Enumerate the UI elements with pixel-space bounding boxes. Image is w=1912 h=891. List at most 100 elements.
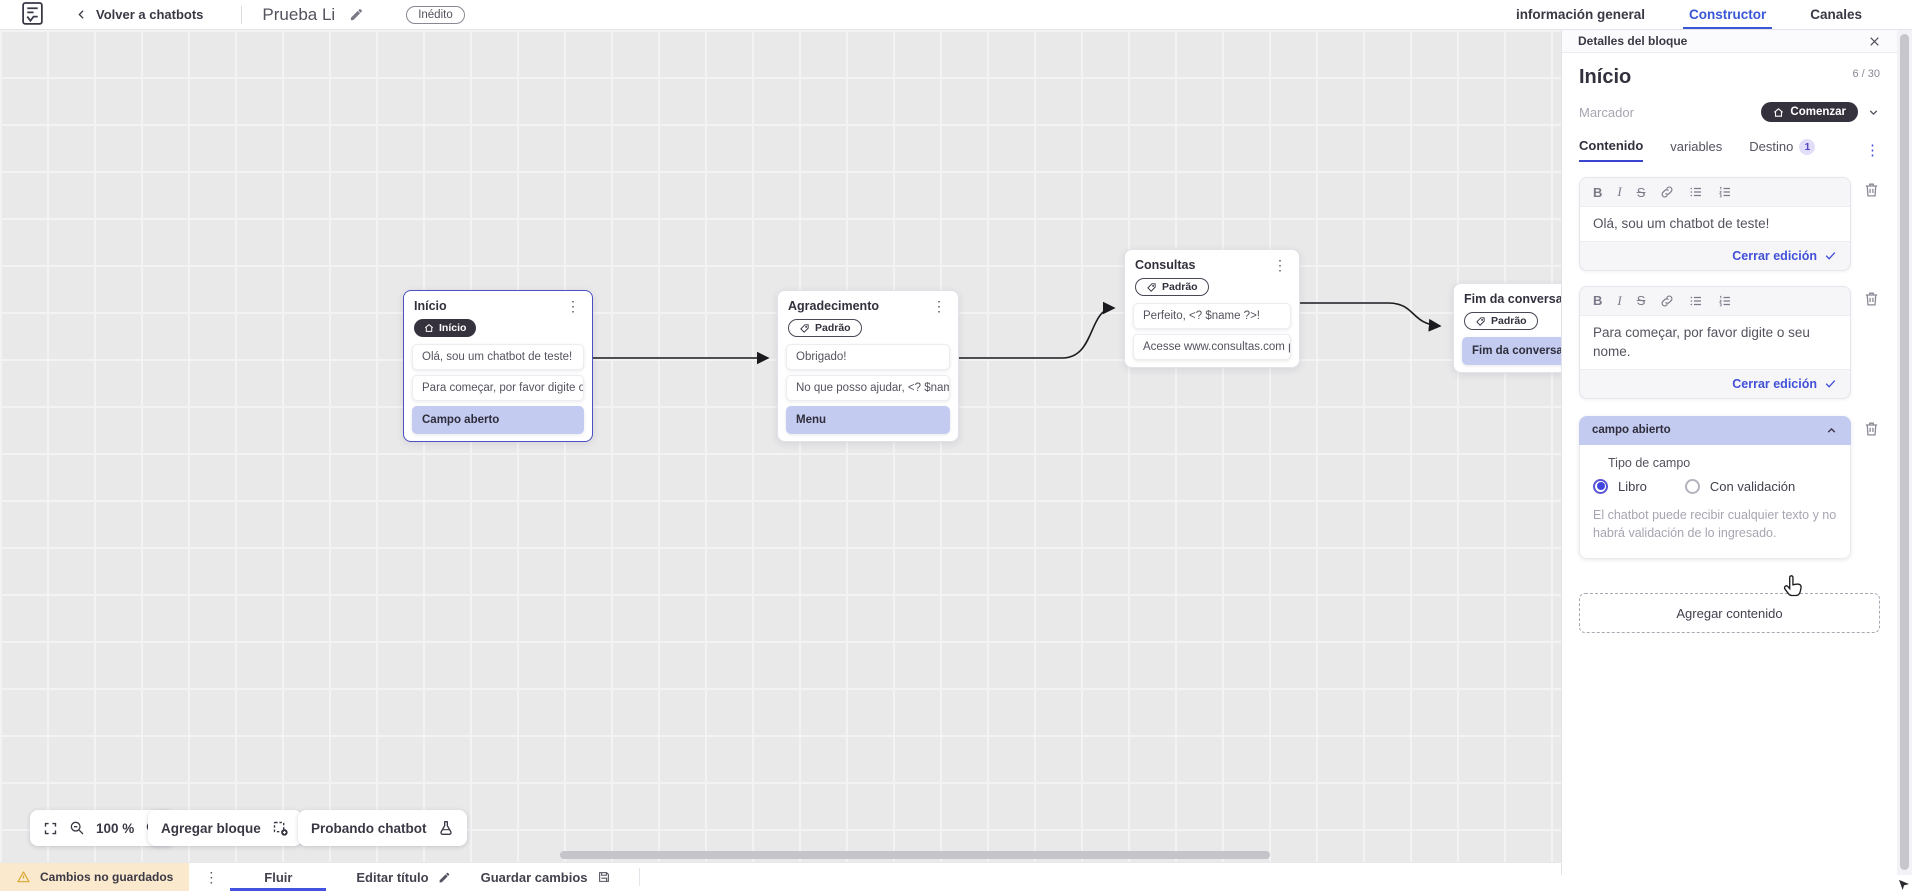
block-card-open-field[interactable]: Campo aberto xyxy=(412,406,584,434)
bullet-list-icon[interactable] xyxy=(1689,185,1703,199)
flask-icon xyxy=(438,820,454,836)
editor-text[interactable]: Olá, sou um chatbot de teste! xyxy=(1580,206,1850,242)
flow-block-agradecimento[interactable]: Agradecimento ⋮ Padrão Obrigado! No que … xyxy=(777,290,959,442)
char-counter: 6 / 30 xyxy=(1852,68,1880,80)
add-content-button[interactable]: Agregar contenido xyxy=(1579,593,1880,634)
radio-libro[interactable] xyxy=(1593,478,1608,494)
close-edit-button[interactable]: Cerrar edición xyxy=(1580,242,1850,270)
warning-icon xyxy=(17,871,30,883)
rich-text-editor: B I S Olá, sou um chatbot de teste! Cerr… xyxy=(1579,177,1851,271)
block-title: Início xyxy=(414,299,447,313)
canvas-horizontal-scrollbar[interactable] xyxy=(560,851,1270,859)
radio-con-validacion[interactable] xyxy=(1684,478,1700,494)
block-card-message[interactable]: Olá, sou um chatbot de teste! xyxy=(412,344,584,370)
tab-constructor[interactable]: Constructor xyxy=(1682,0,1773,29)
zoom-out-icon[interactable] xyxy=(69,820,85,836)
block-card-message[interactable]: Acesse www.consultas.com par... xyxy=(1133,334,1291,360)
test-chatbot-button[interactable]: Probando chatbot xyxy=(298,810,467,846)
check-icon xyxy=(1825,380,1836,388)
editor-toolbar: B I S xyxy=(1580,287,1850,315)
trash-icon[interactable] xyxy=(1863,181,1880,198)
tag-icon xyxy=(800,323,809,333)
block-card-message[interactable]: Para começar, por favor digite o ... xyxy=(412,375,584,401)
link-icon[interactable] xyxy=(1660,294,1674,308)
bullet-list-icon[interactable] xyxy=(1689,294,1703,308)
strikethrough-icon[interactable]: S xyxy=(1636,184,1646,200)
tab-contenido[interactable]: Contenido xyxy=(1579,138,1644,162)
block-card-message[interactable]: Obrigado! xyxy=(786,344,950,370)
bold-icon[interactable]: B xyxy=(1593,293,1603,309)
italic-icon[interactable]: I xyxy=(1617,292,1622,308)
app-logo-icon[interactable] xyxy=(20,2,45,27)
radio-con-validacion-label[interactable]: Con validación xyxy=(1709,478,1796,494)
edit-title-pencil-icon[interactable] xyxy=(349,7,364,22)
block-card-menu[interactable]: Menu xyxy=(786,406,950,434)
flow-connectors xyxy=(593,301,1442,365)
back-label: Volver a chatbots xyxy=(96,7,204,22)
zoom-level: 100 % xyxy=(96,820,135,836)
panel-tabs: Contenido variables Destino 1 ⋮ xyxy=(1579,138,1880,162)
block-details-panel: Detalles del bloque Início 6 / 30 Marcad… xyxy=(1561,30,1897,875)
close-icon[interactable] xyxy=(1868,35,1881,48)
chevron-up-icon xyxy=(1827,427,1836,433)
editor-toolbar: B I S xyxy=(1580,178,1850,206)
tab-fluir[interactable]: Fluir xyxy=(230,863,327,891)
block-title: Agradecimento xyxy=(788,299,879,313)
edit-title-button[interactable]: Editar título xyxy=(356,863,450,891)
tab-variables[interactable]: variables xyxy=(1670,139,1723,154)
block-title: Fim da conversa xyxy=(1464,292,1563,306)
marker-label: Marcador xyxy=(1579,104,1634,120)
marker-value-pill[interactable]: Comenzar xyxy=(1761,102,1858,122)
close-edit-button[interactable]: Cerrar edición xyxy=(1580,370,1850,398)
open-field-card: campo abierto Tipo de campo Libro Con va… xyxy=(1579,415,1851,560)
back-to-chatbots-button[interactable]: Volver a chatbots xyxy=(75,7,203,22)
main-nav-tabs: información general Constructor Canales xyxy=(1516,0,1862,29)
panel-scrollbar-thumb[interactable] xyxy=(1900,34,1909,870)
panel-scrollbar[interactable] xyxy=(1897,30,1912,875)
block-menu-icon[interactable]: ⋮ xyxy=(1273,257,1287,273)
block-menu-icon[interactable]: ⋮ xyxy=(566,298,580,314)
numbered-list-icon[interactable] xyxy=(1718,294,1732,308)
block-title: Consultas xyxy=(1135,258,1196,272)
add-block-button[interactable]: Agregar bloque xyxy=(148,810,302,846)
block-default-badge: Padrão xyxy=(1135,278,1209,296)
editor-text[interactable]: Para começar, por favor digite o seu nom… xyxy=(1580,314,1850,370)
open-field-header[interactable]: campo abierto xyxy=(1579,415,1851,445)
trash-icon[interactable] xyxy=(1863,420,1880,437)
field-type-label: Tipo de campo xyxy=(1608,455,1691,470)
unsaved-changes-chip: Cambios no guardados xyxy=(0,863,190,891)
test-chatbot-label: Probando chatbot xyxy=(311,820,427,836)
block-name-field[interactable]: Início xyxy=(1579,66,1632,88)
tag-icon xyxy=(1147,282,1156,292)
numbered-list-icon[interactable] xyxy=(1718,185,1732,199)
flow-block-inicio[interactable]: Início ⋮ Início Olá, sou um chatbot de t… xyxy=(403,290,593,442)
check-icon xyxy=(1825,252,1836,260)
flow-options-menu-icon[interactable]: ⋮ xyxy=(204,868,219,885)
tab-destino[interactable]: Destino 1 xyxy=(1749,138,1816,162)
fullscreen-icon[interactable] xyxy=(43,821,58,836)
tab-informacion-general[interactable]: información general xyxy=(1515,7,1645,22)
panel-menu-icon[interactable]: ⋮ xyxy=(1865,142,1880,159)
flow-block-consultas[interactable]: Consultas ⋮ Padrão Perfeito, <? $name ?>… xyxy=(1124,249,1300,368)
block-menu-icon[interactable]: ⋮ xyxy=(932,298,946,314)
block-card-message[interactable]: No que posso ajudar, <? $name ... xyxy=(786,375,950,401)
field-helper-text: El chatbot puede recibir cualquier texto… xyxy=(1593,507,1837,541)
chevron-left-icon xyxy=(75,8,88,21)
block-card-message[interactable]: Perfeito, <? $name ?>! xyxy=(1133,303,1291,329)
trash-icon[interactable] xyxy=(1863,290,1880,307)
panel-title: Detalles del bloque xyxy=(1578,34,1688,48)
italic-icon[interactable]: I xyxy=(1617,184,1622,199)
home-icon xyxy=(424,324,434,332)
strikethrough-icon[interactable]: S xyxy=(1636,293,1646,309)
save-icon xyxy=(597,870,611,884)
tab-canales[interactable]: Canales xyxy=(1810,7,1862,22)
save-changes-button[interactable]: Guardar cambios xyxy=(481,863,611,891)
destination-count-badge: 1 xyxy=(1799,138,1816,155)
radio-libro-label[interactable]: Libro xyxy=(1618,478,1647,494)
bold-icon[interactable]: B xyxy=(1593,184,1603,200)
chevron-down-icon[interactable] xyxy=(1867,106,1880,119)
tag-icon xyxy=(1476,316,1485,326)
link-icon[interactable] xyxy=(1660,185,1674,199)
block-default-badge: Padrão xyxy=(1464,312,1538,330)
header-divider xyxy=(241,5,243,24)
